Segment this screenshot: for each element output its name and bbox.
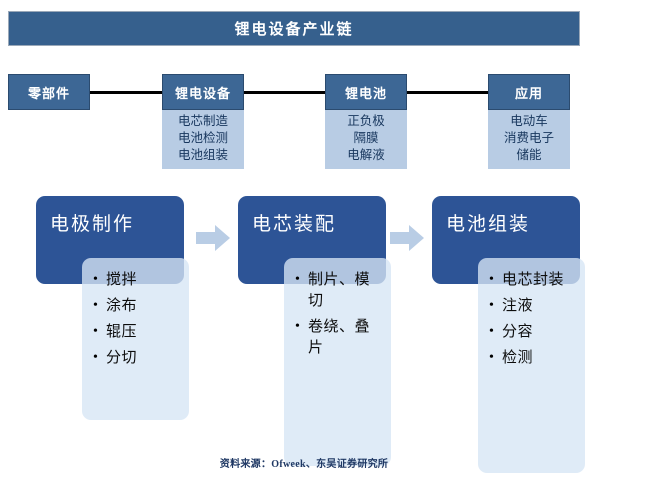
process-bullet-item: 涂布	[93, 295, 183, 317]
source-note-text: 资料来源：Ofweek、东吴证券研究所	[219, 459, 389, 470]
chain-sub-item: 电解液	[347, 148, 385, 162]
process-step-cell-assembly-label: 电芯装配	[252, 214, 337, 235]
diagram-title-banner: 锂电设备产业链	[8, 11, 580, 46]
process-bullet-item: 制片、模切	[295, 269, 385, 312]
chain-node-battery: 锂电池 正负极 隔膜 电解液	[325, 74, 407, 169]
process-bullet-item: 电芯封装	[489, 269, 579, 291]
chain-node-equipment-sublist: 电芯制造 电池检测 电池组装	[162, 110, 244, 169]
process-step-battery-pack-assembly-panel: 电芯封装 注液 分容 检测	[478, 258, 585, 473]
chain-node-equipment: 锂电设备 电芯制造 电池检测 电池组装	[162, 74, 244, 169]
chain-connector-1	[90, 91, 162, 94]
process-bullet-item: 分容	[489, 321, 579, 343]
chain-connector-2	[244, 91, 325, 94]
process-flow-row: 电极制作 搅拌 涂布 辊压 分切 电芯装配 制片、模切 卷绕、叠片	[0, 196, 648, 473]
chain-node-equipment-label: 锂电设备	[174, 85, 231, 101]
chain-sub-item: 电动车	[510, 114, 548, 128]
chain-node-application-label: 应用	[514, 85, 543, 101]
process-bullet-item: 卷绕、叠片	[295, 316, 385, 359]
chain-node-parts-label: 零部件	[27, 85, 70, 101]
process-bullet-item: 搅拌	[93, 269, 183, 291]
page-title: 锂电设备产业链	[234, 22, 354, 38]
chain-node-equipment-header: 锂电设备	[162, 74, 244, 110]
chain-sub-item: 隔膜	[353, 131, 379, 145]
chain-sub-item: 电池检测	[177, 131, 228, 145]
process-arrow-right-icon	[196, 224, 230, 252]
source-note: 资料来源：Ofweek、东吴证券研究所	[0, 454, 648, 472]
process-bullet-item: 辊压	[93, 321, 183, 343]
chain-sub-item: 正负极	[347, 114, 385, 128]
chain-sub-item: 电芯制造	[177, 114, 228, 128]
process-step-electrode-manufacturing-panel: 搅拌 涂布 辊压 分切	[82, 258, 189, 420]
chain-node-battery-label: 锂电池	[344, 85, 387, 101]
chain-connector-3	[407, 91, 488, 94]
chain-node-parts: 零部件	[8, 74, 90, 110]
process-step-battery-pack-assembly-label: 电池组装	[446, 214, 531, 235]
chain-node-application-header: 应用	[488, 74, 570, 110]
process-bullet-item: 分切	[93, 347, 183, 369]
process-step-electrode-manufacturing-label: 电极制作	[50, 214, 135, 235]
process-step-cell-assembly-panel: 制片、模切 卷绕、叠片	[284, 258, 391, 466]
process-bullet-item: 检测	[489, 347, 579, 369]
industry-chain-row: 零部件 锂电设备 电芯制造 电池检测 电池组装 锂电池 正负极 隔膜 电解液 应…	[0, 74, 648, 184]
chain-node-parts-header: 零部件	[8, 74, 90, 110]
chain-sub-item: 储能	[516, 148, 542, 162]
process-arrow-right-icon	[390, 224, 424, 252]
chain-node-application-sublist: 电动车 消费电子 储能	[488, 110, 570, 169]
chain-sub-item: 电池组装	[177, 148, 228, 162]
chain-sub-item: 消费电子	[503, 131, 554, 145]
chain-node-battery-sublist: 正负极 隔膜 电解液	[325, 110, 407, 169]
chain-node-application: 应用 电动车 消费电子 储能	[488, 74, 570, 169]
process-bullet-item: 注液	[489, 295, 579, 317]
chain-node-battery-header: 锂电池	[325, 74, 407, 110]
